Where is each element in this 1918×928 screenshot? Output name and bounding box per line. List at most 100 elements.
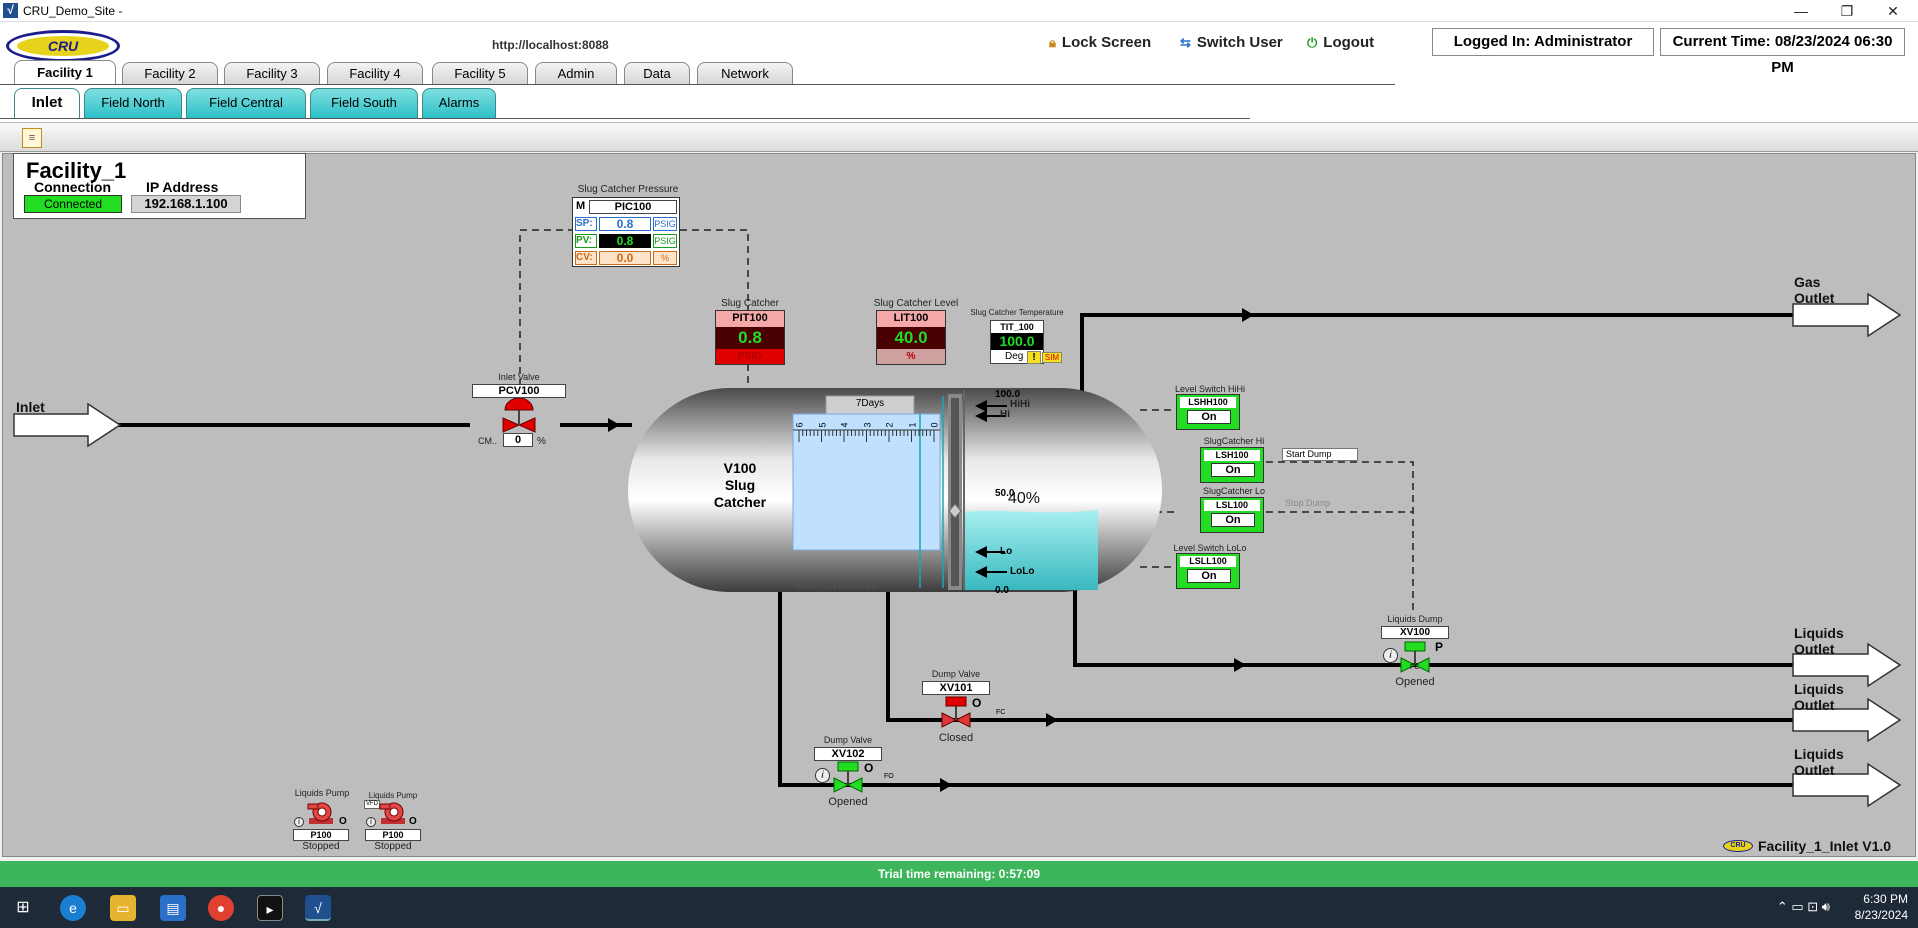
liquids-outlet-label-1: Liquids Outlet — [1794, 625, 1844, 657]
edge-browser-icon[interactable]: e — [60, 895, 86, 921]
os-taskbar: ⊞ e ▭ ▤ ● ▸ √ ⌃ ▭ ⊡ 🔊︎ 6:30 PM 8/23/2024 — [0, 887, 1918, 928]
tab-field-north[interactable]: Field North — [84, 88, 182, 118]
logout-link[interactable]: ⏻Logout — [1307, 34, 1374, 51]
start-dump-setpoint[interactable]: Start Dump — [1282, 448, 1358, 461]
maximize-button[interactable]: ❐ — [1840, 3, 1854, 19]
logo-text: CRU — [17, 36, 109, 56]
pump1-tag[interactable]: P100 — [293, 829, 349, 841]
trend-range-label[interactable]: 7Days — [855, 398, 885, 409]
lshh100-tag: LSHH100 — [1180, 397, 1236, 408]
tit100-value: 100.0 — [991, 333, 1043, 350]
lsll100-switch[interactable]: LSLL100 On — [1176, 553, 1240, 589]
xv100-tag[interactable]: XV100 — [1381, 626, 1449, 639]
lit100-indicator[interactable]: LIT100 40.0 % — [876, 310, 946, 365]
switch-user-link[interactable]: ⇆Switch User — [1180, 34, 1283, 51]
tab-alarms[interactable]: Alarms — [422, 88, 496, 118]
pump1-mode-letter: O — [339, 816, 347, 827]
pump2-info-icon[interactable]: i — [366, 817, 376, 827]
facility-name: Facility_1 — [26, 158, 127, 183]
stop-dump-label: Stop Dump — [1285, 498, 1331, 508]
pump2-status: Stopped — [374, 841, 412, 852]
pic100-caption: Slug Catcher Pressure — [577, 184, 679, 195]
view-name-label: Facility_1_Inlet V1.0 — [1758, 838, 1892, 854]
xv102-info-icon[interactable]: i — [815, 768, 830, 783]
pcv100-valve-icon[interactable] — [511, 397, 527, 411]
tab-admin[interactable]: Admin — [535, 62, 617, 84]
xv102-tag[interactable]: XV102 — [814, 747, 882, 761]
logout-label: Logout — [1323, 34, 1375, 51]
pump1-icon[interactable] — [306, 800, 336, 826]
xv100-valve-icon[interactable] — [1401, 642, 1429, 672]
window-title: CRU_Demo_Site - — [23, 4, 123, 18]
tab-divider — [0, 84, 1395, 85]
tab-facility-5[interactable]: Facility 5 — [432, 62, 528, 84]
xv101-fail-mode: FC — [996, 709, 1006, 716]
lit100-tag: LIT100 — [893, 312, 929, 324]
trend-tick-label: 1 — [907, 422, 918, 428]
lsh100-tag: LSH100 — [1204, 450, 1260, 461]
lsh100-switch[interactable]: LSH100 On — [1200, 447, 1264, 483]
pcv100-tag[interactable]: PCV100 — [472, 384, 566, 398]
lshh100-value: On — [1187, 410, 1231, 424]
xv100-caption: Liquids Dump — [1387, 614, 1443, 624]
pcv100-output-value[interactable]: 0 — [503, 433, 533, 447]
chrome-icon[interactable]: ● — [208, 895, 234, 921]
pit100-indicator[interactable]: PIT100 0.8 PSIG — [715, 310, 785, 365]
lsl100-value: On — [1211, 513, 1255, 527]
lock-screen-label: Lock Screen — [1061, 34, 1152, 51]
lsl100-caption: SlugCatcher Lo — [1202, 486, 1266, 496]
pic100-mode: M — [576, 200, 586, 212]
lsl100-switch[interactable]: LSL100 On — [1200, 497, 1264, 533]
xv102-caption: Dump Valve — [823, 735, 873, 745]
xv101-status: Closed — [938, 732, 974, 744]
pump1-status: Stopped — [302, 841, 340, 852]
pump1-info-icon[interactable]: i — [294, 817, 304, 827]
lock-screen-link[interactable]: 🔒︎Lock Screen — [1049, 34, 1151, 51]
ignition-app-icon[interactable]: √ — [305, 895, 331, 921]
tab-inlet[interactable]: Inlet — [14, 88, 80, 118]
pump2-tag[interactable]: P100 — [365, 829, 421, 841]
pic100-output-value[interactable]: 0.0 — [599, 251, 651, 265]
lshh100-switch[interactable]: LSHH100 On — [1176, 394, 1240, 430]
xv100-info-icon[interactable]: i — [1383, 648, 1398, 663]
file-explorer-icon[interactable]: ▭ — [110, 895, 136, 921]
pic100-controller[interactable]: M PIC100 SP: 0.8 PSIG PV: 0.8 PSIG CV: 0… — [572, 197, 680, 267]
minimize-button[interactable]: — — [1794, 3, 1808, 19]
xv102-valve-icon[interactable] — [834, 762, 862, 792]
notes-icon[interactable]: ≡ — [22, 128, 42, 148]
tab-field-south[interactable]: Field South — [310, 88, 418, 118]
close-button[interactable]: ✕ — [1887, 3, 1899, 19]
level-scale-bottom: 0.0 — [995, 585, 1009, 596]
tab-data[interactable]: Data — [624, 62, 690, 84]
tab-field-central[interactable]: Field Central — [186, 88, 306, 118]
pic100-process-value: 0.8 — [599, 234, 651, 248]
system-tray-icons[interactable]: ⌃ ▭ ⊡ 🔊︎ — [1776, 899, 1830, 914]
pcv100-unit: % — [537, 436, 546, 447]
company-logo: CRU — [6, 30, 120, 62]
vessel-tag: V100 — [723, 460, 757, 476]
tab-facility-3[interactable]: Facility 3 — [224, 62, 320, 84]
pit100-value: 0.8 — [716, 327, 784, 349]
trend-tick-label: 3 — [862, 422, 873, 428]
level-lo-label: Lo — [1000, 546, 1013, 557]
tab-facility-1[interactable]: Facility 1 — [14, 60, 116, 84]
pic100-setpoint-input[interactable]: 0.8 — [599, 217, 651, 231]
trend-tick-label: 4 — [839, 422, 850, 428]
vessel-desc: Slug Catcher — [713, 477, 767, 510]
terminal-icon[interactable]: ▸ — [257, 895, 283, 921]
tab-network[interactable]: Network — [697, 62, 793, 84]
store-icon[interactable]: ▤ — [160, 895, 186, 921]
lit100-caption: Slug Catcher Level — [873, 298, 959, 309]
facility-info-box: Facility_1 Connection IP Address Connect… — [13, 153, 306, 219]
pump2-caption: Liquids Pump — [368, 791, 418, 800]
windows-start-icon[interactable]: ⊞ — [16, 899, 30, 916]
pump2-icon[interactable] — [378, 800, 408, 826]
liquids-outlet-label-3: Liquids Outlet — [1794, 746, 1844, 778]
tab-facility-4[interactable]: Facility 4 — [327, 62, 423, 84]
tab-facility-2[interactable]: Facility 2 — [122, 62, 218, 84]
tit100-indicator[interactable]: TIT_100 100.0 Deg — [990, 320, 1044, 364]
xv101-valve-icon[interactable] — [942, 697, 970, 727]
xv101-tag[interactable]: XV101 — [922, 681, 990, 695]
taskbar-clock[interactable]: 6:30 PM 8/23/2024 — [1855, 891, 1908, 923]
